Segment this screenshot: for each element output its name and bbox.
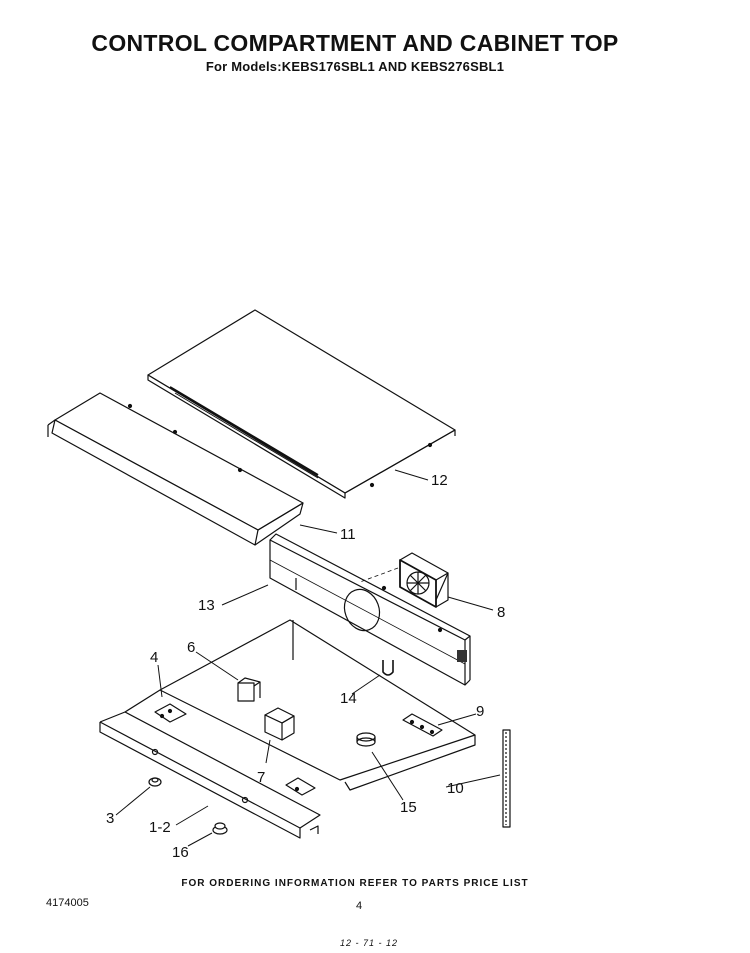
part-12-cabinet-top [147, 309, 456, 499]
part-4-bracket [154, 703, 187, 723]
callout-10: 10 [447, 780, 464, 797]
callout-11: 11 [340, 526, 356, 543]
part-3-grommet [148, 777, 162, 787]
part-16-foot [212, 822, 228, 835]
part-6-relay [237, 677, 261, 702]
handwritten-note: 12 - 71 - 12 [340, 938, 399, 948]
callout-12: 12 [431, 472, 448, 489]
part-11-front-trim [47, 392, 304, 546]
callout-6: 6 [187, 639, 195, 656]
part-base-pan [99, 619, 476, 839]
part-13-control-panel [269, 533, 471, 686]
callout-7: 7 [257, 769, 265, 786]
leader-lines [115, 469, 501, 847]
callout-3: 3 [106, 810, 114, 827]
base-plate-front [285, 777, 316, 796]
page-number: 4 [356, 900, 363, 912]
model-subtitle: For Models:KEBS176SBL1 AND KEBS276SBL1 [205, 59, 505, 74]
callout-8: 8 [497, 604, 505, 621]
document-number: 4174005 [46, 897, 89, 909]
callout-13: 13 [198, 597, 215, 614]
callout-9: 9 [476, 703, 484, 720]
part-8-fan [359, 552, 449, 608]
callout-15: 15 [400, 799, 417, 816]
callout-16: 16 [172, 844, 189, 861]
callout-14: 14 [340, 690, 357, 707]
page-title: CONTROL COMPARTMENT AND CABINET TOP [91, 30, 619, 56]
ordering-note: FOR ORDERING INFORMATION REFER TO PARTS … [181, 878, 529, 889]
part-9-terminal-strip [402, 713, 443, 737]
part-14-clip [382, 660, 394, 676]
part-15-thermostat [356, 732, 376, 747]
callout-4: 4 [150, 649, 158, 666]
part-10-gasket [502, 729, 511, 828]
callout-labels: 12 11 13 8 4 6 14 9 7 10 15 3 1-2 16 [106, 472, 505, 861]
part-7-terminal-block [264, 707, 295, 741]
callout-1-2: 1-2 [149, 819, 171, 836]
